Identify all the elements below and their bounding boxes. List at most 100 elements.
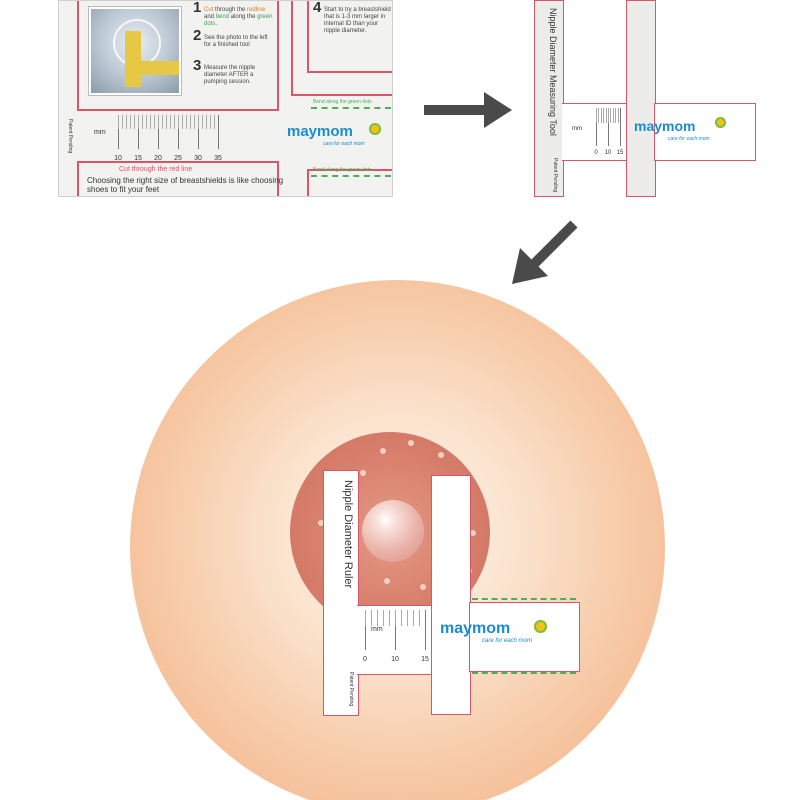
ruler-tick-label: 20 — [154, 155, 162, 162]
step-text-part: . — [215, 21, 218, 27]
ruler-tick-label: 15 — [421, 656, 429, 663]
ruler-minor-tick — [377, 610, 378, 626]
maymom-logo: maymom care for each mom — [440, 620, 532, 644]
ruler-minor-tick — [138, 115, 139, 129]
ruler-tick-label: 10 — [391, 656, 399, 663]
logo-tagline: care for each mom — [323, 141, 365, 147]
ruler-tall-strip — [431, 475, 471, 715]
step-text: Cut through the redline and bend along t… — [204, 7, 274, 28]
ruler-tick-label: 35 — [214, 155, 222, 162]
step-text-highlight: Cut — [204, 7, 214, 13]
ruler-tick-label: 15 — [616, 150, 624, 156]
step-text: Measure the nipple diameter AFTER a pump… — [204, 65, 256, 85]
ruler-tick — [178, 115, 179, 149]
vertical-label: Patent Pending — [348, 672, 354, 707]
step-text-part: and — [204, 14, 216, 20]
ruler-minor-tick — [395, 610, 396, 626]
logo-brand: maymom — [440, 620, 511, 637]
ruler-minor-tick — [210, 115, 211, 129]
ruler-minor-tick — [174, 115, 175, 129]
tool-connector — [562, 103, 628, 161]
cut-line — [77, 161, 79, 196]
ruler-unit: mm — [371, 626, 383, 633]
ruler-minor-tick — [130, 115, 131, 129]
logo-brand: maymom — [287, 123, 353, 140]
ruler-tick — [395, 610, 396, 650]
ruler-tick-label: 10 — [604, 150, 612, 156]
ruler-tick — [198, 115, 199, 149]
ruler-left-strip — [323, 470, 359, 716]
step-text-part: through the — [213, 7, 248, 13]
ruler-minor-tick — [162, 115, 163, 129]
step-text-highlight: bend — [215, 14, 230, 20]
ruler-minor-tick — [194, 115, 195, 129]
logo-brand: maymom — [634, 118, 696, 134]
ruler-minor-tick — [605, 108, 607, 124]
cut-line — [307, 71, 392, 73]
ruler-minor-tick — [126, 115, 127, 129]
ruler-minor-tick — [612, 108, 614, 124]
step-text-highlight: redline — [247, 7, 266, 13]
areola-bump — [438, 452, 444, 458]
ruler-minor-tick — [178, 115, 179, 129]
step-number: 1 — [193, 0, 202, 16]
cut-line — [77, 109, 277, 111]
flower-icon — [715, 117, 726, 128]
ruler-tick-label: 10 — [114, 155, 122, 162]
ruler-tick — [596, 108, 597, 146]
ruler-logo-tab — [469, 602, 580, 672]
ruler-tick — [365, 610, 366, 650]
ruler-minor-tick — [371, 610, 372, 626]
ruler-minor-tick — [170, 115, 171, 129]
ruler-minor-tick — [600, 108, 602, 124]
cut-text: Choosing the right size of breastshields… — [87, 176, 284, 194]
step-number: 3 — [193, 57, 202, 74]
areola-bump — [380, 448, 386, 454]
ruler-unit: mm — [572, 126, 582, 132]
ruler-minor-tick — [413, 610, 414, 626]
ruler-minor-tick — [154, 115, 155, 129]
ruler-minor-tick — [190, 115, 191, 129]
ruler-minor-tick — [389, 610, 390, 626]
ruler-minor-tick — [206, 115, 207, 129]
cut-line — [77, 161, 277, 163]
step-number: 2 — [193, 27, 202, 44]
ruler-minor-tick — [383, 610, 384, 626]
tool-vertical-arm — [125, 31, 141, 87]
areola-bump — [420, 584, 426, 590]
tool-horizontal-arm — [135, 61, 179, 75]
ruler-tick-label: 30 — [194, 155, 202, 162]
ruler-minor-tick — [134, 115, 135, 129]
tool-logo-tab — [654, 103, 756, 161]
printed-sheet: Bend along the green dots Bend along the… — [58, 0, 393, 197]
bend-line — [311, 107, 391, 109]
tool-tall-strip — [626, 0, 656, 197]
cut-title: Cut through the red line — [119, 166, 193, 173]
arrow-down-left-icon — [512, 220, 578, 284]
tool-vertical-strip — [534, 0, 564, 197]
ruler-tick — [138, 115, 139, 149]
ruler-minor-tick — [122, 115, 123, 129]
ruler-minor-tick — [142, 115, 143, 129]
ruler-minor-tick — [608, 108, 609, 124]
step-text-part: along the — [229, 14, 258, 20]
bend-note: Bend along the green dots — [313, 167, 372, 173]
areola-bump — [318, 520, 324, 526]
ruler-minor-tick — [596, 108, 597, 124]
logo-tagline: care for each mom — [482, 638, 533, 644]
cut-line — [307, 1, 309, 73]
maymom-logo: maymom care for each mom — [634, 118, 710, 142]
ruler-minor-tick — [182, 115, 183, 129]
ruler-unit: mm — [94, 129, 106, 136]
arrow-right-icon — [424, 92, 512, 128]
areola-bump — [384, 578, 390, 584]
ruler-minor-tick — [617, 108, 619, 124]
ruler-minor-tick — [419, 610, 420, 626]
cut-line — [291, 1, 293, 96]
ruler-tick — [608, 108, 609, 146]
ruler-tick-label: 25 — [174, 155, 182, 162]
bend-line — [311, 175, 391, 177]
